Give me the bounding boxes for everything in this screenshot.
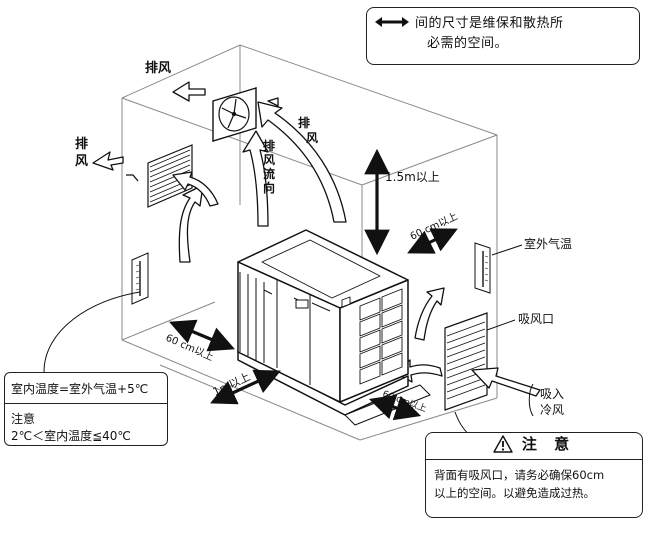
label-side-clearance-right: 60 cm以上 (408, 210, 459, 242)
label-exhaust-right-1: 排 (298, 115, 310, 130)
side-clearance-left-arrow (169, 319, 235, 352)
indoor-temperature-box: 室内温度=室外气温+5℃ 注意 2℃＜室内温度≦40℃ (4, 372, 168, 446)
label-height-clearance: 1.5m以上 (385, 170, 440, 184)
indoor-note-title: 注意 (11, 412, 36, 426)
room-outline (121, 44, 498, 441)
front-clearance-arrow (210, 369, 281, 405)
caution-text-line2: 以上的空间。以避免造成过热。 (434, 486, 595, 500)
rear-clearance-arrow (368, 394, 422, 421)
legend-box: 间的尺寸是维保和散热所 必需的空间。 (366, 7, 640, 65)
indoor-temp-formula: 室内温度=室外气温+5℃ (11, 382, 149, 396)
warning-triangle-icon (493, 434, 513, 453)
clearance-dimensions (169, 148, 458, 421)
label-exhaust-top: 排风 (145, 60, 171, 76)
label-intake-cold-2: 冷风 (540, 403, 564, 417)
outdoor-thermometer (474, 242, 491, 294)
legend-text-line1: 间的尺寸是维保和散热所 (415, 16, 564, 31)
label-exhaust-flow-1: 排 (263, 138, 275, 153)
caution-text-line1: 背面有吸风口，请务必确保60cm (434, 468, 605, 482)
caution-header: 注 意 (426, 433, 642, 457)
label-exhaust-left-2: 风 (75, 154, 88, 169)
indoor-box-divider (5, 403, 167, 404)
label-intake-cold-1: 吸入 (540, 387, 564, 401)
exhaust-fan (212, 87, 257, 142)
indoor-temp-range: 2℃＜室内温度≦40℃ (11, 429, 131, 443)
label-exhaust-right-2: 风 (306, 131, 318, 145)
caution-title: 注 意 (521, 435, 576, 453)
intake-louver (444, 312, 488, 411)
double-arrow-icon (375, 17, 409, 27)
label-intake-port: 吸风口 (518, 312, 554, 326)
indoor-thermometer (131, 252, 149, 305)
label-outdoor-temp: 室外气温 (524, 236, 572, 251)
caution-divider (426, 459, 642, 460)
legend-text-line2: 必需的空间。 (427, 36, 509, 51)
label-exhaust-flow-2: 风 (263, 153, 275, 167)
caution-box: 注 意 背面有吸风口，请务必确保60cm 以上的空间。以避免造成过热。 (425, 432, 643, 518)
airflow-arrows (92, 81, 541, 397)
label-exhaust-flow-3: 流 (263, 166, 275, 181)
side-clearance-right-arrow (407, 228, 458, 254)
label-exhaust-flow-4: 向 (263, 180, 275, 195)
label-exhaust-left-1: 排 (75, 136, 88, 152)
